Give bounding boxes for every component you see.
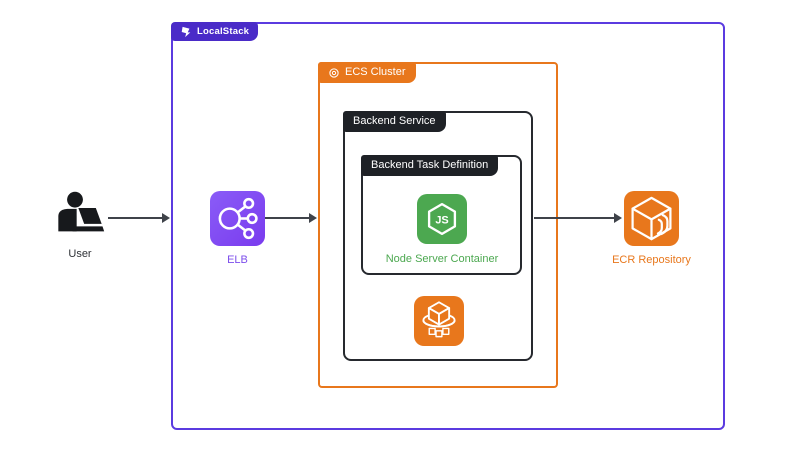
arrow-user-to-localstack: [108, 213, 170, 223]
backend-task-definition-tab: Backend Task Definition: [361, 155, 499, 176]
arrow-backend-service-to-ecr: [534, 213, 622, 223]
arrow-elb-to-ecs-cluster: [265, 213, 317, 223]
node-server-container-label: Node Server Container: [385, 253, 499, 265]
node-ecr: ECR Repository: [594, 191, 709, 266]
node-user: User: [30, 190, 130, 260]
localstack-logo-icon: [181, 26, 191, 37]
ecr-icon: [624, 191, 679, 246]
node-server-container: JS Node Server Container: [372, 194, 512, 265]
nodejs-icon: JS: [417, 194, 467, 244]
user-label: User: [68, 248, 92, 260]
backend-service-label: Backend Service: [353, 115, 436, 127]
backend-task-definition-group-box: Backend Task Definition: [361, 155, 522, 275]
node-ecs-service: [414, 296, 464, 346]
node-elb: ELB: [182, 191, 293, 266]
ecs-cluster-group-box: ECS Cluster: [318, 62, 558, 388]
nodejs-icon-text: JS: [435, 214, 448, 226]
backend-service-tab: Backend Service: [343, 111, 446, 132]
localstack-group-box: LocalStack: [171, 22, 725, 430]
ecs-cluster-tab: ECS Cluster: [318, 62, 416, 83]
backend-service-group-box: Backend Service: [343, 111, 533, 361]
ecr-label: ECR Repository: [612, 254, 691, 266]
ecs-cluster-icon: [329, 67, 339, 78]
load-balancer-icon: [210, 191, 265, 246]
ecs-cluster-label: ECS Cluster: [345, 66, 406, 78]
user-laptop-icon: [58, 191, 105, 232]
localstack-tab: LocalStack: [171, 22, 259, 41]
ecs-icon: [414, 296, 464, 346]
backend-task-definition-label: Backend Task Definition: [371, 159, 489, 171]
elb-label: ELB: [227, 254, 248, 266]
localstack-label: LocalStack: [197, 26, 250, 37]
